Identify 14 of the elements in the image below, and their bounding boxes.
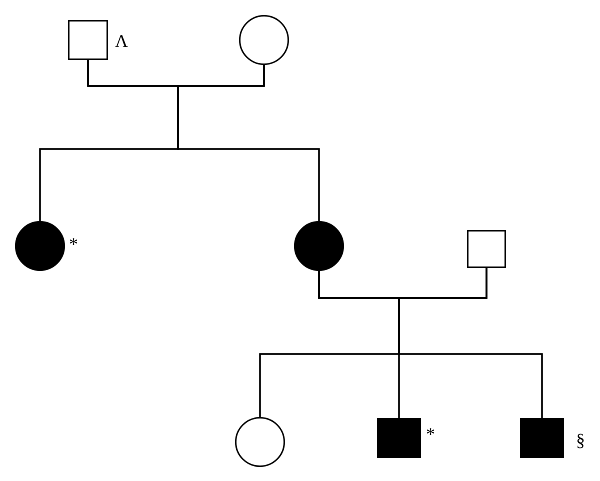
- circle-symbol: [15, 221, 65, 271]
- square-symbol: [520, 418, 564, 458]
- square-symbol: [377, 418, 421, 458]
- square-symbol: [467, 230, 506, 268]
- annotation-mark: *: [426, 425, 435, 443]
- annotation-mark: §: [576, 431, 585, 449]
- pedigree-line: [177, 65, 320, 221]
- circle-symbol: [235, 417, 285, 467]
- pedigree-line: [398, 268, 543, 418]
- circle-symbol: [294, 221, 344, 271]
- circle-symbol: [239, 15, 289, 65]
- annotation-mark: *: [69, 235, 78, 253]
- square-symbol: [68, 20, 108, 60]
- annotation-mark: Λ: [115, 32, 128, 50]
